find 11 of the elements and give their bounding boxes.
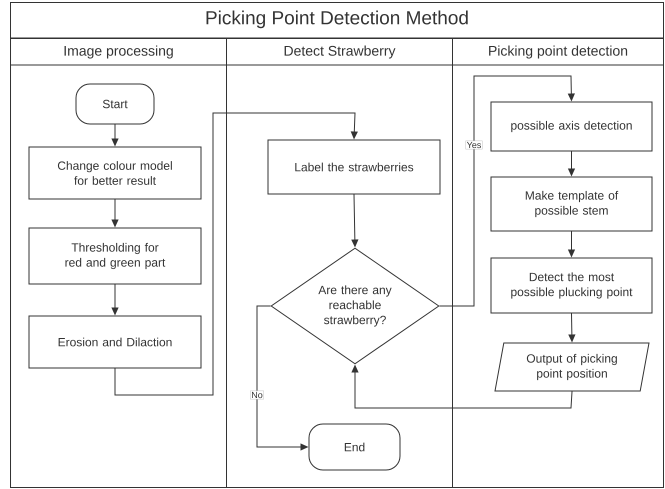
process-box: Label the strawberries (268, 140, 440, 194)
process-box: Change colour model for better result (28, 146, 202, 200)
process-box: Thresholding for red and green part (28, 228, 202, 284)
process-box: Detect the most possible plucking point (490, 258, 652, 314)
process-box: Erosion and Dilaction (28, 316, 202, 368)
arrow (439, 76, 575, 306)
arrow (114, 112, 358, 396)
process-box: Make template of possible stem (490, 176, 652, 232)
edge-label: No (250, 390, 264, 400)
process-box: possible axis detection (490, 102, 652, 152)
edge-label: Yes (465, 140, 483, 150)
